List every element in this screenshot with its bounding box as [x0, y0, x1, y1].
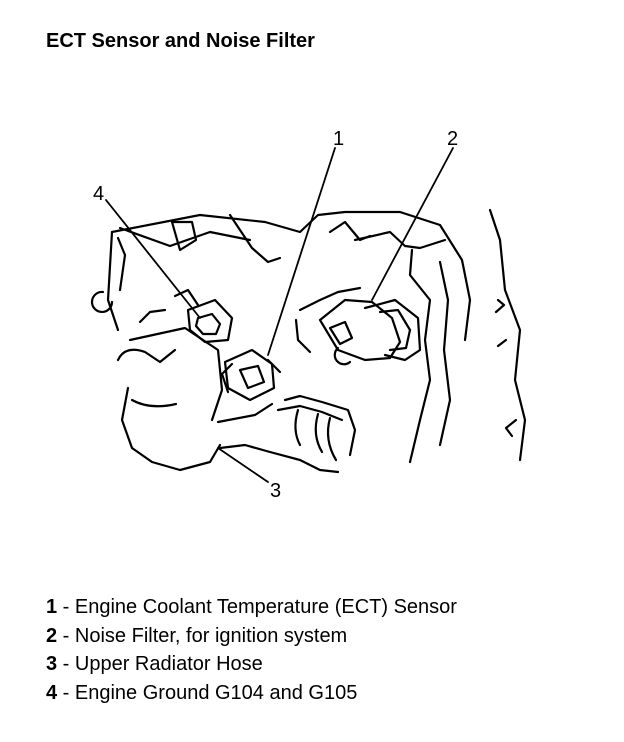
callout-2: 2: [447, 128, 458, 150]
leader-4: [105, 199, 201, 319]
engine-ground-bolt: [138, 288, 234, 344]
legend-list: 1 - Engine Coolant Temperature (ECT) Sen…: [46, 593, 457, 707]
upper-radiator-hose: [216, 394, 357, 474]
ect-sensor: [220, 348, 282, 402]
leader-lines: [105, 147, 454, 483]
engine-line-drawing: 1 2 3 4: [90, 128, 527, 500]
callout-1: 1: [333, 128, 344, 150]
legend-item: 4 - Engine Ground G104 and G105: [46, 681, 358, 704]
legend-item: 3 - Upper Radiator Hose: [46, 653, 263, 675]
engine-outline: [90, 208, 527, 464]
callout-4: 4: [93, 183, 104, 205]
legend-item: 1 - Engine Coolant Temperature (ECT) Sen…: [46, 596, 457, 618]
leader-2: [371, 147, 454, 301]
callout-3: 3: [270, 480, 281, 500]
diagram-title: ECT Sensor and Noise Filter: [46, 30, 315, 52]
noise-filter: [294, 286, 422, 366]
left-hose: [116, 326, 224, 472]
leader-1: [267, 147, 336, 356]
leader-3: [217, 447, 269, 483]
legend-item: 2 - Noise Filter, for ignition system: [46, 624, 348, 647]
